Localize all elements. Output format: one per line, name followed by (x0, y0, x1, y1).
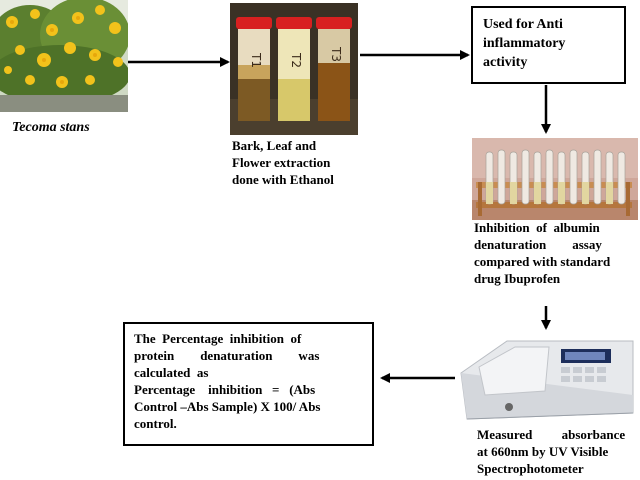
extraction-caption: Bark, Leaf and Flower extraction done wi… (232, 138, 334, 187)
tube-label-1: T1 (249, 52, 263, 68)
tube-label-3: T3 (329, 46, 343, 62)
percentage-inhibition-formula-box: The Percentage inhibition of protein den… (123, 322, 374, 446)
test-tube-rack-photo (472, 138, 638, 220)
tube-3 (316, 17, 352, 121)
tube-label-2: T2 (289, 52, 303, 68)
ethanol-extract-tubes-photo: T1 T2 T3 (230, 3, 358, 135)
plant-name-caption: Tecoma stans (12, 120, 90, 135)
assay-caption: Inhibition of albumin denaturation assay… (474, 220, 611, 286)
tube-2 (276, 17, 312, 121)
measurement-caption: Measured absorbance at 660nm by UV Visib… (477, 427, 626, 476)
uv-visible-spectrophotometer-photo (457, 333, 637, 425)
tube-1 (236, 17, 272, 121)
anti-inflammatory-activity-box: Used for Anti inflammatory activity (471, 6, 626, 84)
tecoma-stans-photo (0, 0, 128, 112)
